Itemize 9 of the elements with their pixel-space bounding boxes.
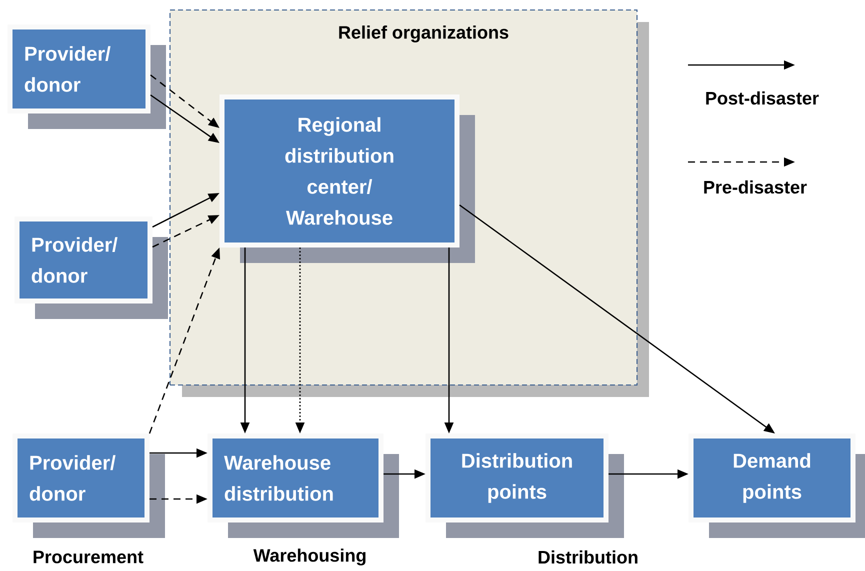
process-box: Provider/ donor (8, 24, 166, 129)
legend-label: Pre-disaster (704, 180, 807, 194)
process-box: Provider/ donor (12, 434, 165, 538)
process-box: Regional distribution center/ Warehouse (220, 94, 475, 263)
process-box: Distribution points (426, 434, 624, 538)
process-box: Provider/ donor (14, 216, 168, 319)
process-box: Demand points (688, 434, 865, 538)
process-box: Warehouse distribution (208, 434, 399, 538)
legend-label: Post-disaster (706, 91, 819, 105)
